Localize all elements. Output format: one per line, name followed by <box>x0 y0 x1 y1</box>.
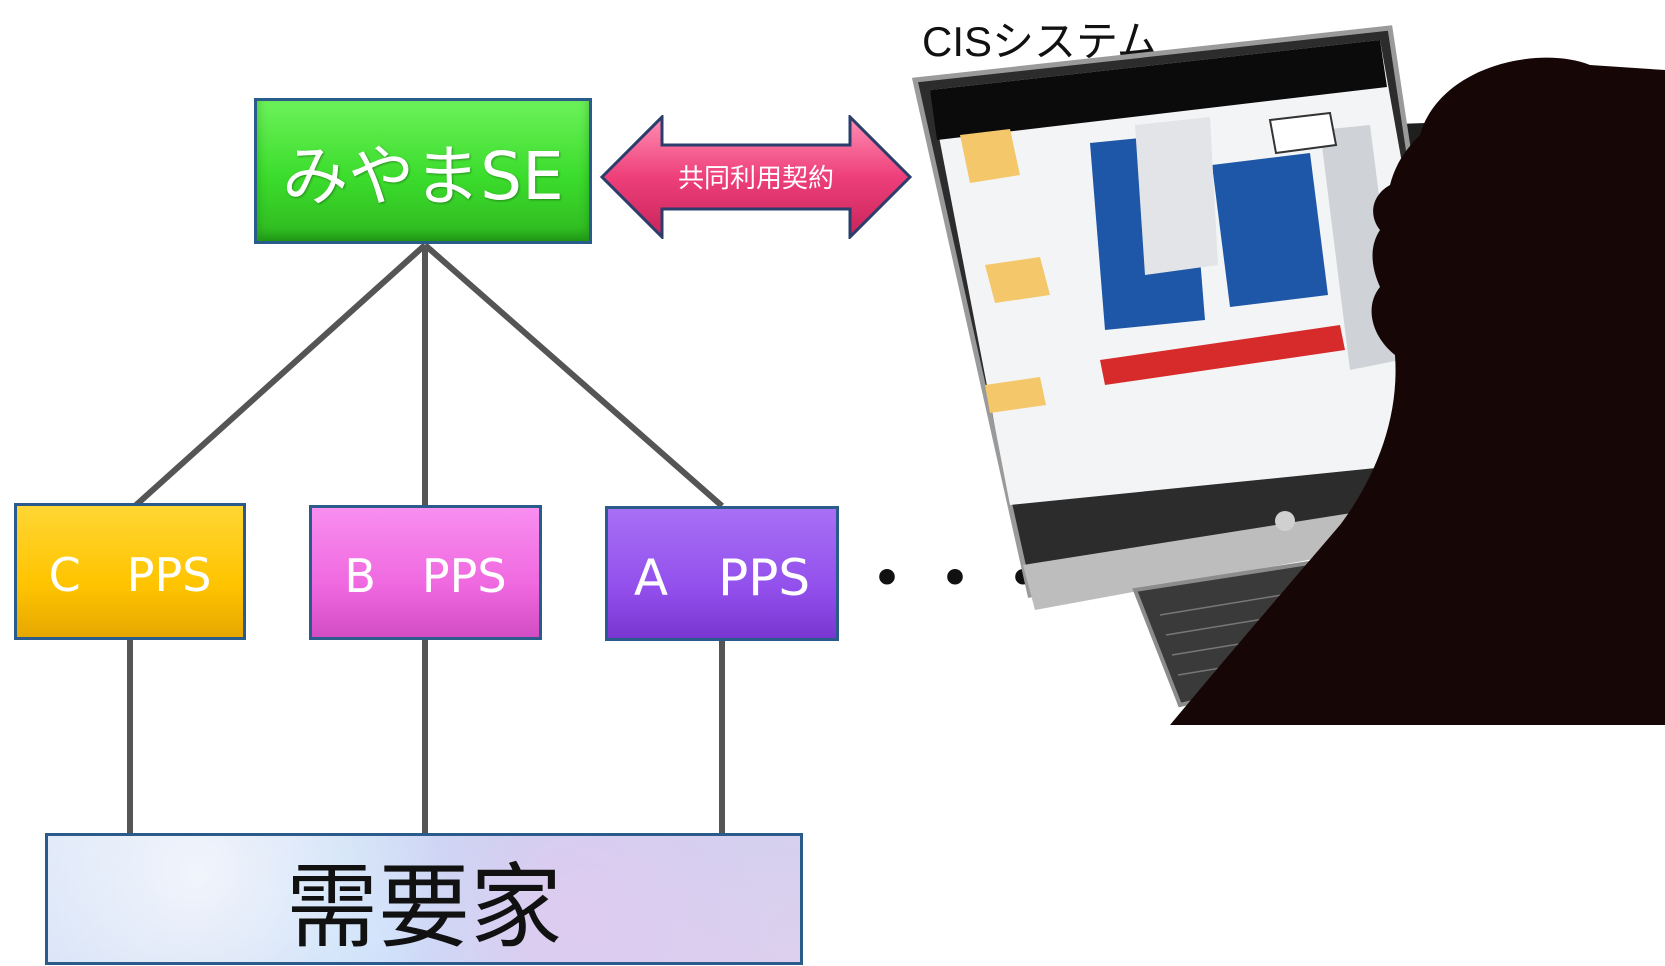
connector-se-to-a <box>423 242 724 509</box>
miyama-se-node: みやまSE <box>254 98 592 244</box>
screen-top-bar <box>930 40 1387 140</box>
connector-se-to-c <box>132 242 428 509</box>
power-button-icon <box>1275 511 1295 531</box>
customer-label: 需要家 <box>285 853 562 961</box>
miyama-se-label: みやまSE <box>282 138 564 215</box>
pps-b-label: B PPS <box>344 548 507 603</box>
screen-content <box>960 111 1400 413</box>
contract-label: 共同利用契約 <box>678 164 834 194</box>
customer-node: 需要家 <box>45 833 803 965</box>
pps-node-a: A PPS <box>605 506 839 641</box>
computer-illustration <box>911 25 1665 725</box>
contract-double-arrow: 共同利用契約 <box>600 115 912 239</box>
pps-node-c: C PPS <box>14 503 246 640</box>
pps-c-label: C PPS <box>48 547 212 602</box>
pps-node-b: B PPS <box>309 505 542 640</box>
person-silhouette <box>1170 57 1665 725</box>
pps-a-label: A PPS <box>633 548 811 607</box>
